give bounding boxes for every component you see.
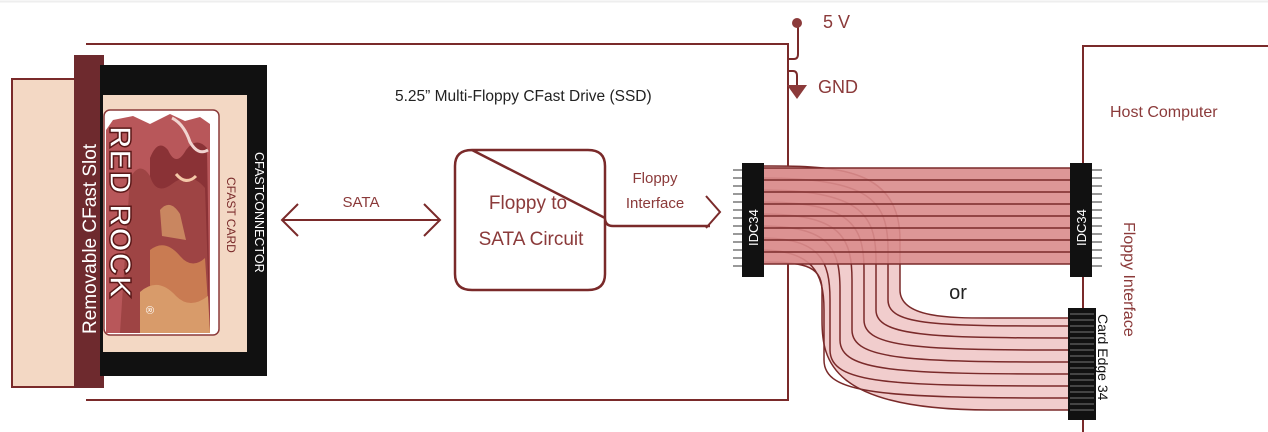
host-floppy-interface-label: Floppy Interface <box>1120 222 1137 337</box>
cfast-connector-label: CFASTCONNECTOR <box>252 152 266 273</box>
sata-label: SATA <box>343 194 380 211</box>
ground-label: GND <box>818 77 858 97</box>
ground-arrow-icon <box>787 70 807 99</box>
host-computer-enclosure <box>1082 45 1268 432</box>
power-terminal-icon <box>788 18 802 60</box>
host-idc34-label: IDC34 <box>1074 209 1089 246</box>
card-edge-connector <box>1068 308 1112 420</box>
cfast-card-label: CFAST CARD <box>224 177 238 253</box>
cfast-slot <box>74 55 104 388</box>
circuit-line1: Floppy to <box>489 193 567 214</box>
card-brand: RED ROCK <box>103 126 138 299</box>
card-edge-label: Card Edge 34 <box>1095 314 1111 401</box>
floppy-interface-line2: Interface <box>626 195 684 212</box>
card-registered-mark: ® <box>143 306 155 314</box>
drive-title: 5.25” Multi-Floppy CFast Drive (SSD) <box>395 88 652 105</box>
or-label: or <box>949 282 967 304</box>
bidirectional-arrow-icon <box>280 203 442 237</box>
host-computer-label: Host Computer <box>1110 104 1218 121</box>
power-5v-label: 5 V <box>823 12 850 32</box>
floppy-interface-line1: Floppy <box>632 170 678 187</box>
ribbon-cable-to-host-idc34 <box>760 167 1070 265</box>
drive-idc34-connector <box>733 163 764 277</box>
circuit-line2: SATA Circuit <box>479 229 585 250</box>
cfast-card-tab <box>11 78 79 388</box>
right-arrow-icon <box>705 195 722 229</box>
floppy-to-sata-circuit-box <box>453 148 710 292</box>
red-rock-logo-art <box>106 114 210 333</box>
drive-idc34-label: IDC34 <box>746 209 761 246</box>
slot-label: Removable CFast Slot <box>80 143 101 334</box>
host-idc34-connector <box>1070 163 1102 277</box>
